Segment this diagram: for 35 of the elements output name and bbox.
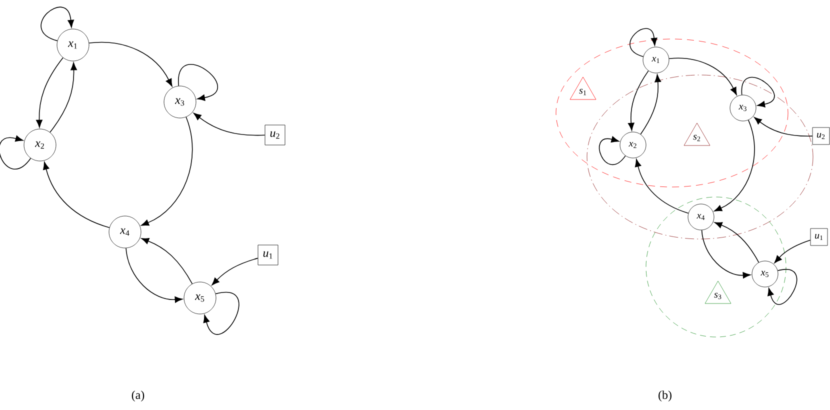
cluster-triangle: s$_{1}$ (570, 76, 596, 100)
caption: (a) (132, 390, 144, 402)
arrow (126, 248, 183, 303)
arrow (714, 222, 760, 263)
arrow (774, 240, 811, 264)
arrow (203, 292, 240, 334)
input-box: u$_{2}$ (812, 127, 830, 145)
arrow (141, 116, 193, 226)
arrow (668, 58, 737, 96)
arrow (88, 42, 172, 87)
arrow (701, 230, 751, 278)
arrow (628, 70, 649, 131)
cluster-triangle: s$_{3}$ (704, 280, 732, 304)
arrow (193, 112, 266, 136)
arrow (43, 162, 110, 228)
arrow (598, 136, 626, 165)
input-box: u$_{1}$ (810, 228, 828, 246)
arrow (141, 238, 193, 284)
arrow (714, 120, 755, 212)
arrow (640, 74, 662, 135)
arrow (634, 159, 689, 214)
arrow (178, 64, 218, 101)
arrow (40, 6, 74, 42)
input-box: u$_{2}$ (264, 124, 286, 146)
arrow (754, 117, 813, 136)
arrow (36, 57, 64, 128)
cluster-triangle: s$_{2}$ (684, 122, 710, 146)
caption: (b) (658, 390, 672, 402)
arrow (768, 268, 798, 305)
arrow (630, 28, 658, 57)
input-box: u$_{1}$ (258, 244, 278, 266)
arrow (741, 77, 775, 108)
arrow (212, 258, 258, 286)
arrow (50, 62, 77, 133)
arrow (0, 135, 32, 170)
